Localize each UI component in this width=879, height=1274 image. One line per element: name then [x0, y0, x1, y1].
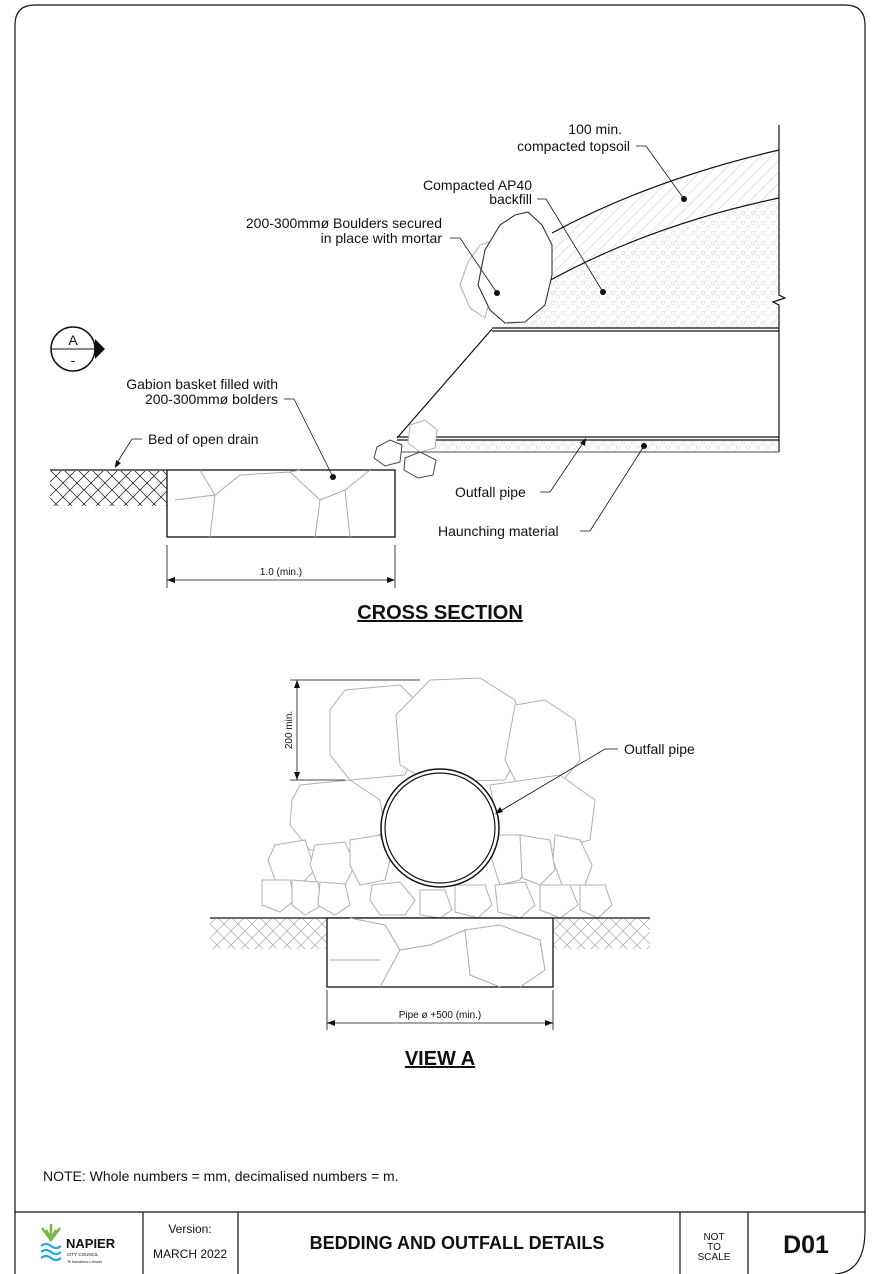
- version-label: Version:: [168, 1222, 211, 1236]
- topsoil-fill: [547, 150, 779, 282]
- svg-text:NAPIER: NAPIER: [66, 1236, 116, 1251]
- gabion-label-2: 200-300mmø bolders: [145, 391, 278, 407]
- view-a-outfall-pipe-label: Outfall pipe: [624, 741, 695, 757]
- drawing-number: D01: [783, 1231, 829, 1259]
- bed-label: Bed of open drain: [148, 431, 259, 447]
- topsoil-label-2: compacted topsoil: [517, 138, 630, 154]
- backfill-fill: [500, 198, 779, 328]
- outfall-pipe-label: Outfall pipe: [455, 484, 526, 500]
- gabion-basket: [166, 469, 396, 538]
- version-value: MARCH 2022: [153, 1247, 227, 1261]
- svg-text:CITY COUNCIL: CITY COUNCIL: [67, 1252, 99, 1257]
- cross-section: 1.0 (min.) A - 100 min. compacted topsoi…: [50, 121, 787, 624]
- view-a-title: VIEW A: [405, 1048, 475, 1070]
- gabion-basket: [326, 917, 554, 988]
- dim-vertical-label: 200 min.: [284, 711, 295, 749]
- sheet-border: [14, 4, 866, 1274]
- napier-logo: NAPIER CITY COUNCIL Te Kaunihera o Ahuri…: [40, 1224, 116, 1264]
- dim-horizontal-label: Pipe ø +500 (min.): [399, 1010, 482, 1021]
- toe-rock: [373, 439, 403, 467]
- boulder: [477, 211, 553, 324]
- view-a: 200 min. Outfall pipe Pipe ø +500 (min.)…: [210, 677, 695, 1070]
- backfill-label-2: backfill: [489, 191, 532, 207]
- wall-line: [771, 125, 787, 452]
- backfill-label-1: Compacted AP40: [423, 177, 532, 193]
- topsoil-label-1: 100 min.: [568, 121, 622, 137]
- section-marker: A -: [50, 326, 105, 372]
- drawing-title: BEDDING AND OUTFALL DETAILS: [310, 1233, 605, 1253]
- boulders-label-2: in place with mortar: [321, 230, 443, 246]
- note: NOTE: Whole numbers = mm, decimalised nu…: [43, 1168, 399, 1184]
- scale-line-3: SCALE: [698, 1252, 731, 1263]
- dimension-label: 1.0 (min.): [260, 567, 302, 578]
- toe-rock: [403, 451, 437, 479]
- svg-text:Te Kaunihera o Ahuriri: Te Kaunihera o Ahuriri: [67, 1260, 102, 1264]
- outfall-pipe: [380, 768, 500, 888]
- boulders-label-1: 200-300mmø Boulders secured: [246, 215, 442, 231]
- cross-section-title: CROSS SECTION: [357, 602, 523, 624]
- svg-text:-: -: [71, 352, 76, 368]
- haunching-label: Haunching material: [438, 523, 559, 539]
- svg-text:A: A: [68, 332, 78, 348]
- gabion-label-1: Gabion basket filled with: [126, 376, 278, 392]
- scale-line-2: TO: [707, 1242, 721, 1253]
- title-block: NAPIER CITY COUNCIL Te Kaunihera o Ahuri…: [15, 1211, 865, 1274]
- scale-line-1: NOT: [703, 1232, 724, 1243]
